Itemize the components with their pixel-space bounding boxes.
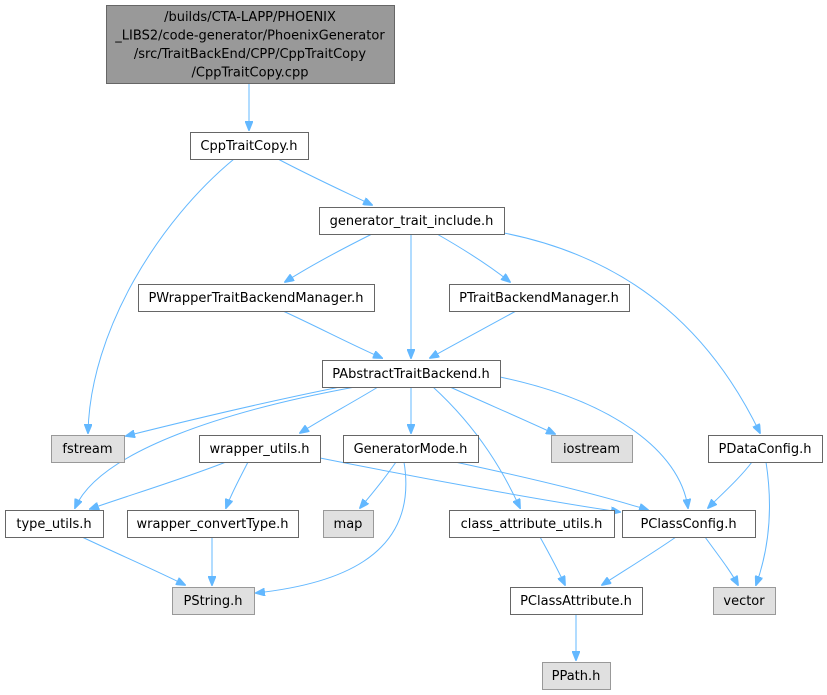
edge-pabstracttraitbackend_h-to-pclassconfig_h: [499, 376, 688, 508]
node-box: [708, 435, 823, 463]
node-box: [172, 587, 255, 615]
edge-pdataconfig_h-to-vector: [756, 461, 770, 585]
node-vector: vector: [713, 587, 776, 615]
edge-generatormode_h-to-pclassconfig_h: [454, 461, 648, 510]
node-pclassconfig-h[interactable]: PClassConfig.h: [622, 510, 756, 538]
node-label: PClassConfig.h: [640, 517, 736, 532]
node-label: vector: [723, 594, 765, 609]
node-label: iostream: [563, 442, 620, 457]
node-label: PTraitBackendManager.h: [459, 291, 619, 306]
node-pdataconfig-h[interactable]: PDataConfig.h: [708, 435, 823, 463]
edge-generatormode_h-to-pstring_h: [256, 461, 407, 593]
node-pstring-h: PString.h: [172, 587, 255, 615]
node-label-line: _LIBS2/code-generator/PhoenixGenerator: [114, 28, 385, 43]
edge-generatormode_h-to-map: [360, 461, 397, 508]
node-ppath-h: PPath.h: [542, 662, 611, 690]
node-label: fstream: [62, 442, 112, 457]
node-label: class_attribute_utils.h: [461, 517, 603, 532]
node-label: map: [334, 517, 363, 532]
node-label: PString.h: [183, 594, 242, 609]
node-box: [106, 5, 395, 84]
node-wrapper-utils-h[interactable]: wrapper_utils.h: [199, 435, 321, 463]
node-label-line: /builds/CTA-LAPP/PHOENIX: [164, 10, 336, 25]
node-box: [510, 587, 643, 615]
edge-class_attribute_utils_h-to-pclassattribute_h: [539, 536, 565, 585]
edge-wrapper_utils_h-to-pclassconfig_h: [319, 457, 620, 512]
node-box: [190, 132, 309, 160]
node-label: wrapper_convertType.h: [137, 517, 289, 532]
edge-cpptraitcopy_h-to-generator_trait_include_h: [277, 158, 372, 205]
node-label: PDataConfig.h: [719, 442, 812, 457]
node-cpptraitcopy-h[interactable]: CppTraitCopy.h: [190, 132, 309, 160]
node-box: [5, 510, 104, 538]
node-label: PPath.h: [552, 669, 601, 684]
node-pclassattribute-h[interactable]: PClassAttribute.h: [510, 587, 643, 615]
edge-pabstracttraitbackend_h-to-class_attribute_utils_h: [432, 386, 520, 508]
node-box: [322, 360, 501, 388]
edge-pabstracttraitbackend_h-to-wrapper_utils_h: [300, 386, 379, 433]
node-box: [449, 510, 615, 538]
node-ptraitbackendmanager-h[interactable]: PTraitBackendManager.h: [449, 284, 630, 312]
node-label-line: /CppTraitCopy.cpp: [192, 65, 309, 80]
node-label: GeneratorMode.h: [354, 442, 468, 457]
node-box: [542, 662, 611, 690]
node-type-utils-h[interactable]: type_utils.h: [5, 510, 104, 538]
edge-pabstracttraitbackend_h-to-type_utils_h: [75, 386, 356, 508]
nodes-layer: /builds/CTA-LAPP/PHOENIX _LIBS2/code-gene…: [5, 5, 823, 690]
node-fstream: fstream: [51, 435, 125, 463]
node-box: [51, 435, 125, 463]
node-label: PClassAttribute.h: [520, 594, 632, 609]
node-box: [319, 207, 505, 235]
node-class-attribute-utils-h[interactable]: class_attribute_utils.h: [449, 510, 615, 538]
node-wrapper-converttype-h[interactable]: wrapper_convertType.h: [127, 510, 299, 538]
edge-generator_trait_include_h-to-ptraitbackendmanager_h: [436, 233, 510, 282]
node-box: [551, 435, 633, 463]
edge-pabstracttraitbackend_h-to-iostream: [449, 386, 555, 434]
node-iostream: iostream: [551, 435, 633, 463]
node-label-line: /src/TraitBackEnd/CPP/CppTraitCopy: [134, 47, 366, 62]
node-label: type_utils.h: [16, 517, 91, 532]
node-label: wrapper_utils.h: [210, 442, 310, 457]
node-label: generator_trait_include.h: [330, 214, 494, 229]
node-pabstracttraitbackend-h[interactable]: PAbstractTraitBackend.h: [322, 360, 501, 388]
edge-ptraitbackendmanager_h-to-pabstracttraitbackend_h: [430, 310, 517, 358]
node-box: [127, 510, 299, 538]
edge-pclassconfig_h-to-pclassattribute_h: [602, 536, 677, 585]
node-box: [343, 435, 479, 463]
node-box: [622, 510, 756, 538]
edge-cpptraitcopy_h-to-fstream: [88, 158, 235, 433]
node-label: PWrapperTraitBackendManager.h: [148, 291, 363, 306]
node-label: PAbstractTraitBackend.h: [332, 367, 490, 382]
node-box: [449, 284, 630, 312]
node-box: [138, 284, 375, 312]
edge-pclassconfig_h-to-vector: [704, 536, 738, 585]
node-root[interactable]: /builds/CTA-LAPP/PHOENIX _LIBS2/code-gene…: [106, 5, 395, 84]
node-generatormode-h[interactable]: GeneratorMode.h: [343, 435, 479, 463]
edge-type_utils_h-to-pstring_h: [81, 536, 185, 585]
node-pwrappertraitbackendmanager-h[interactable]: PWrapperTraitBackendManager.h: [138, 284, 375, 312]
node-label: CppTraitCopy.h: [200, 139, 297, 154]
node-box: [713, 587, 776, 615]
edges-layer: [75, 83, 770, 660]
edge-pdataconfig_h-to-pclassconfig_h: [708, 461, 753, 508]
edge-generator_trait_include_h-to-pwrappertraitbackendmanager_h: [285, 233, 373, 282]
edge-pabstracttraitbackend_h-to-fstream: [126, 386, 341, 436]
node-box: [323, 510, 374, 538]
edge-wrapper_utils_h-to-wrapper_converttype_h: [226, 461, 249, 508]
node-box: [199, 435, 321, 463]
edge-pwrappertraitbackendmanager_h-to-pabstracttraitbackend_h: [282, 310, 382, 358]
node-map: map: [323, 510, 374, 538]
edge-generator_trait_include_h-to-pdataconfig_h: [503, 232, 760, 433]
edge-wrapper_utils_h-to-type_utils_h: [90, 461, 227, 509]
node-generator-trait-include-h[interactable]: generator_trait_include.h: [319, 207, 505, 235]
